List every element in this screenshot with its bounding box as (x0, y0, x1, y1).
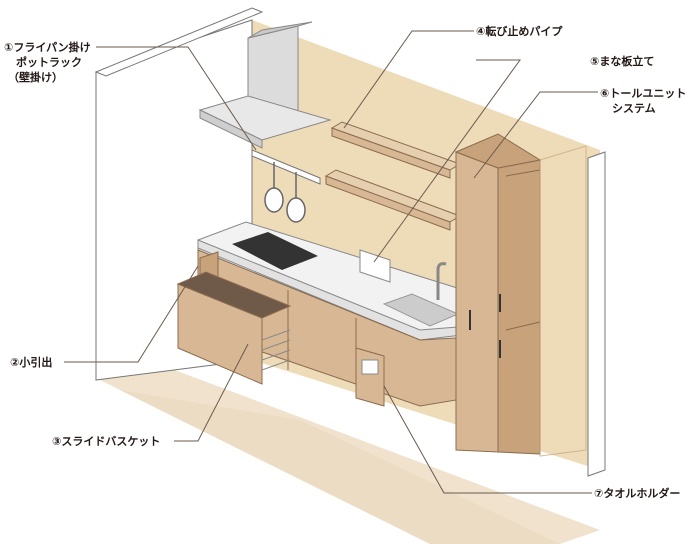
leader-4 (343, 30, 474, 129)
leader-6 (473, 91, 598, 179)
basket-wire (261, 329, 291, 371)
right-wall (587, 151, 606, 477)
label-pan-rack: ①フライパン掛け ポットラック （壁掛け） (4, 41, 91, 84)
label-tall-unit: ⑥トールユニット システム (600, 87, 687, 115)
towel-drawer (355, 347, 385, 407)
tall-unit-ghost (539, 145, 587, 457)
tall-unit-front (455, 151, 499, 453)
faucet (436, 262, 447, 300)
frying-pan-1 (264, 187, 284, 213)
range-hood-front (199, 109, 263, 149)
tall-unit-side (497, 159, 541, 455)
leader-1 (96, 46, 257, 151)
label-small-drawer: ②小引出 (10, 356, 53, 369)
floor-shadow (120, 390, 560, 544)
range-hood-duct-top (247, 21, 313, 39)
towel-holder (361, 359, 379, 375)
cutting-board-stand (359, 249, 391, 283)
label-slide-basket: ③スライドバスケット (52, 435, 161, 448)
label-towel-holder: ⑦タオルホルダー (594, 487, 681, 500)
slide-basket-top (176, 271, 292, 319)
pan-rack-bar (251, 149, 321, 185)
label-shelf-pipe: ④転び止めパイプ (476, 25, 563, 38)
leader-7 (383, 385, 592, 494)
leader-5 (373, 59, 521, 263)
leader-lines (64, 30, 598, 494)
leader-2 (64, 265, 199, 363)
left-wall-edge (94, 7, 264, 77)
label-cutting-board-stand: ⑤まな板立て (590, 55, 655, 68)
cooktop (232, 232, 318, 270)
leader-3 (174, 343, 249, 442)
frying-pan-2 (286, 197, 306, 223)
